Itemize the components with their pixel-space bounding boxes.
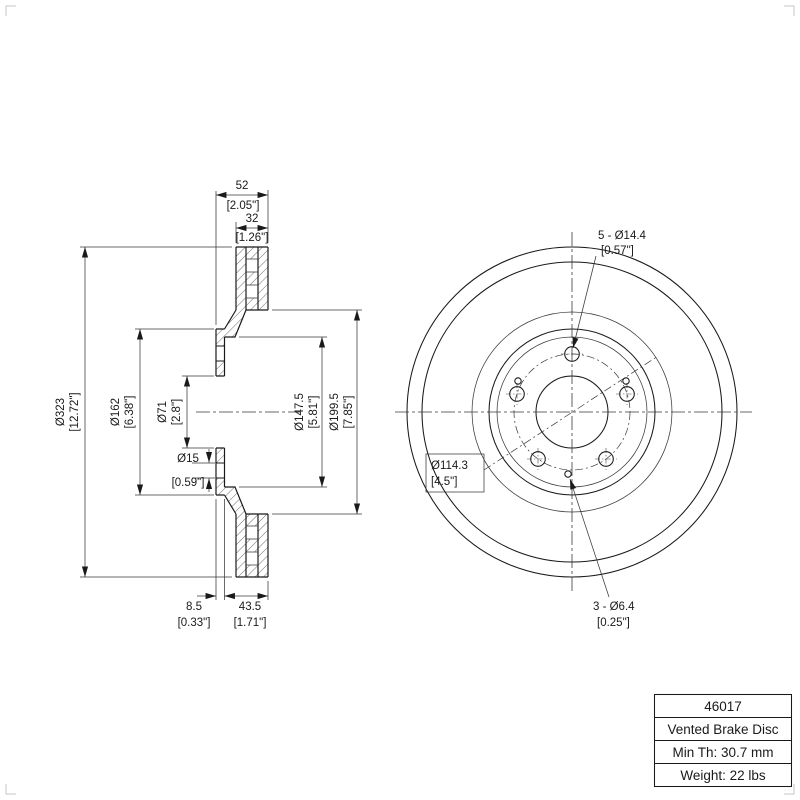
front-view: 5 - Ø14.4 [0.57"] Ø114.3 [4.5"] 3 - Ø6.4…	[395, 230, 752, 629]
label-bolt-circle-mm: Ø114.3	[431, 460, 468, 472]
label-small-holes-in: [0.25"]	[597, 617, 630, 629]
dim-52-mm: 52	[236, 180, 249, 192]
part-description: Vented Brake Disc	[667, 722, 778, 737]
dim-52-in: [2.05"]	[227, 200, 260, 212]
dim-435-in: [1.71"]	[234, 617, 267, 629]
section-outline	[215, 246, 269, 578]
dim-85-mm: 8.5	[186, 601, 202, 613]
small-holes	[514, 377, 630, 478]
bolt-circle-callout: Ø114.3 [4.5"]	[425, 453, 485, 493]
dim-15-in: [0.59"]	[172, 477, 205, 489]
bolt-circle-label-box	[425, 453, 485, 493]
dim-323-mm: Ø323	[55, 398, 67, 426]
corner-marks	[5, 5, 795, 795]
title-block: 46017 Vented Brake Disc Min Th: 30.7 mm …	[653, 693, 793, 788]
dim-147-mm: Ø147.5	[294, 393, 306, 431]
dim-32-mm: 32	[246, 213, 259, 225]
dim-435-mm: 43.5	[239, 601, 261, 613]
dim-199-in: [7.85"]	[343, 396, 355, 429]
bolt-circle-diagonal-centerline	[483, 355, 659, 471]
lug-holes	[506, 346, 638, 470]
label-small-holes-mm: 3 - Ø6.4	[593, 601, 635, 613]
dim-32-in: [1.26"]	[236, 232, 269, 244]
dim-199-mm: Ø199.5	[329, 393, 341, 431]
small-hole-callout: 3 - Ø6.4 [0.25"]	[569, 478, 635, 629]
dim-15-mm: Ø15	[177, 453, 199, 465]
label-lug-holes-in: [0.57"]	[601, 245, 634, 257]
label-bolt-circle-in: [4.5"]	[431, 476, 457, 488]
dim-71-in: [2.8"]	[171, 399, 183, 425]
part-number: 46017	[704, 699, 742, 714]
dim-162-in: [6.38"]	[124, 396, 136, 429]
dim-162-mm: Ø162	[110, 398, 122, 426]
section-hatching	[216, 247, 268, 577]
min-thickness: Min Th: 30.7 mm	[672, 745, 773, 760]
section-view: 52 [2.05"] 32 [1.26"] Ø323 [12.72"] Ø162…	[55, 180, 362, 629]
dim-85-in: [0.33"]	[178, 617, 211, 629]
dim-323-in: [12.72"]	[69, 392, 81, 431]
weight: Weight: 22 lbs	[680, 768, 766, 783]
lug-hole-callout: 5 - Ø14.4 [0.57"]	[572, 230, 647, 349]
section-dimensions: 52 [2.05"] 32 [1.26"] Ø323 [12.72"] Ø162…	[55, 180, 362, 629]
label-lug-holes-mm: 5 - Ø14.4	[598, 230, 647, 242]
dim-71-mm: Ø71	[157, 401, 169, 423]
dim-147-in: [5.81"]	[308, 396, 320, 429]
